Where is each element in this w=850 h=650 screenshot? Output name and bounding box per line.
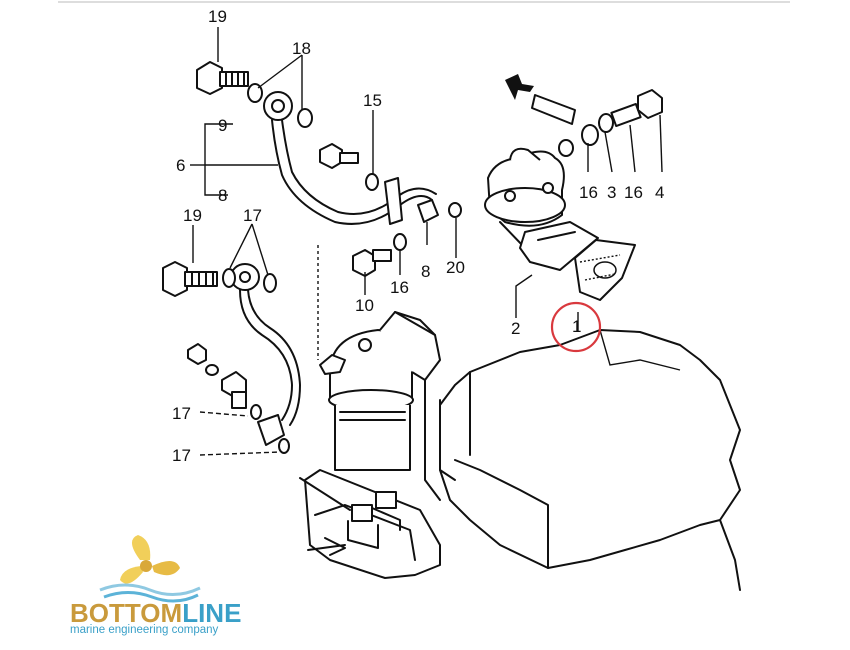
fuel-lift-pump [484, 147, 636, 301]
brand-part-1: BOTTOM [70, 598, 183, 628]
callout-17-middle: 17 [172, 404, 191, 423]
banjo-bolt-19-lower [162, 261, 277, 297]
callout-17-bottom: 17 [172, 446, 191, 465]
bolt-10 [352, 202, 462, 277]
callout-15: 15 [363, 91, 382, 110]
callout-19-lower: 19 [183, 206, 202, 225]
banjo-bolt-19-upper [196, 61, 313, 128]
brand-logo-text: BOTTOMLINE [70, 598, 241, 629]
small-fittings-left [187, 343, 290, 454]
callout-6: 6 [176, 156, 185, 175]
brand-part-2: LINE [182, 598, 242, 628]
callout-8-right: 8 [421, 262, 430, 281]
callout-8-left: 8 [218, 186, 227, 205]
callout-16-right: 16 [624, 183, 643, 202]
bolt-15 [319, 143, 379, 191]
callout-19-upper: 19 [208, 7, 227, 26]
engine-block [439, 329, 741, 591]
callout-9: 9 [218, 116, 227, 135]
fuel-pipe-6 [263, 91, 439, 225]
propeller-logo-icon [99, 535, 201, 603]
callout-16-left: 16 [390, 278, 409, 297]
callout-3: 3 [607, 183, 616, 202]
callout-1: 1 [572, 317, 581, 336]
callout-2: 2 [511, 319, 520, 338]
callout-18: 18 [292, 39, 311, 58]
leader-lines [190, 27, 663, 456]
separator-base [299, 469, 441, 579]
callout-10: 10 [355, 296, 374, 315]
callout-4: 4 [655, 183, 664, 202]
callout-17-top: 17 [243, 206, 262, 225]
callout-16-middle: 16 [579, 183, 598, 202]
fuel-pipe-17 [230, 263, 301, 446]
pump-plunger-bolt [505, 74, 663, 157]
brand-tagline: marine engineering company [70, 624, 219, 636]
callout-20: 20 [446, 258, 465, 277]
fuel-filter [319, 311, 456, 501]
highlight-circle [550, 301, 602, 353]
